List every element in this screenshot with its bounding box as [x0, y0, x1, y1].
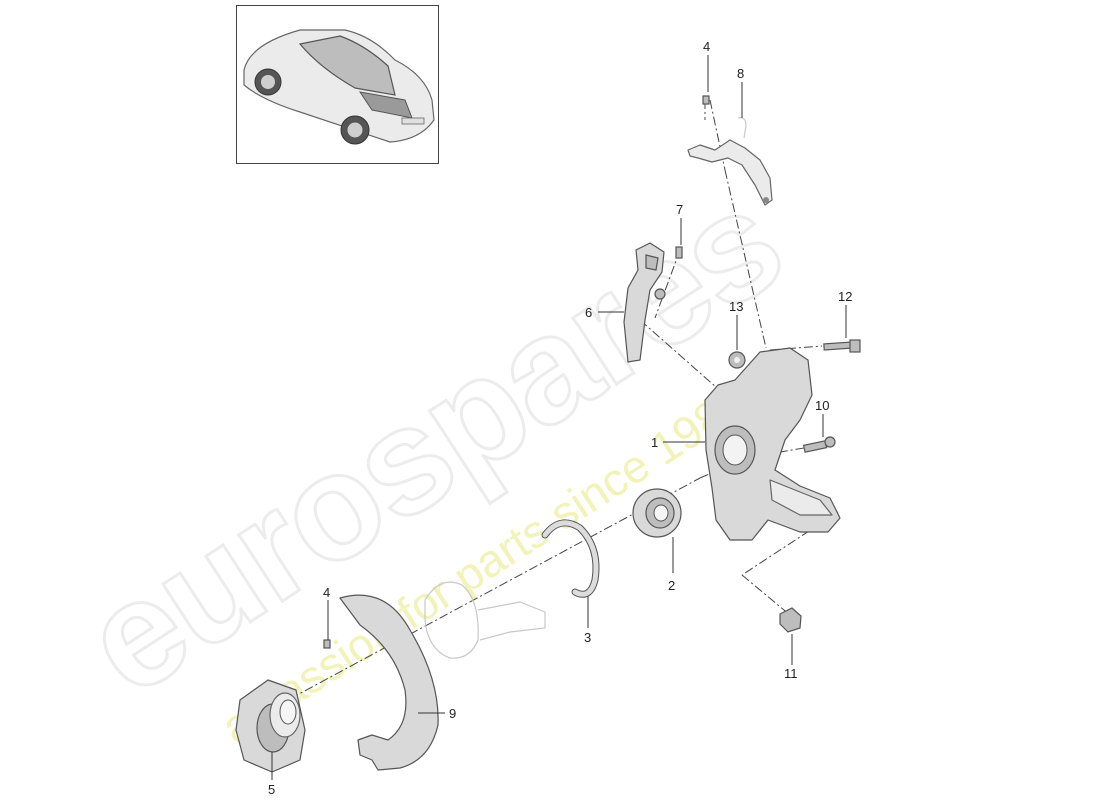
callout-label: 2 — [668, 578, 675, 593]
wheel-hub-part — [235, 679, 306, 773]
wheel-bearing-part — [632, 488, 682, 538]
callout-labels: 4 8 7 6 13 12 1 10 2 3 4 11 9 5 — [268, 39, 852, 797]
dust-shield-part — [339, 594, 439, 771]
screw-part-lower — [323, 639, 331, 649]
callout-label: 4 — [323, 585, 330, 600]
callout-label: 7 — [676, 202, 683, 217]
screw-part-upper — [702, 95, 710, 105]
callout-label: 3 — [584, 630, 591, 645]
callout-label: 11 — [784, 666, 798, 681]
callout-label: 8 — [737, 66, 744, 81]
bolt-part-10 — [802, 436, 836, 453]
callout-label: 6 — [585, 305, 592, 320]
bolt-part-12 — [823, 339, 861, 353]
callout-label: 9 — [449, 706, 456, 721]
retaining-ring-part — [541, 519, 600, 598]
callout-label: 4 — [703, 39, 710, 54]
callout-label: 5 — [268, 782, 275, 797]
nut-part-11 — [779, 607, 802, 633]
screw-part-7 — [675, 246, 683, 259]
vehicle-thumbnail — [236, 5, 439, 164]
wheel-carrier-part — [704, 347, 841, 541]
sensor-bracket-part — [623, 242, 666, 363]
watermark: eurospares a passion for parts since 198… — [54, 155, 810, 754]
callout-label: 10 — [815, 398, 829, 413]
wiring-bracket-part — [687, 117, 773, 206]
callout-label: 1 — [651, 435, 658, 450]
callout-label: 12 — [838, 289, 852, 304]
nut-part-13 — [728, 351, 746, 369]
brake-caliper-ghost — [424, 581, 546, 659]
leader-lines — [271, 55, 847, 780]
callout-label: 13 — [729, 299, 743, 314]
car-icon — [243, 29, 435, 145]
